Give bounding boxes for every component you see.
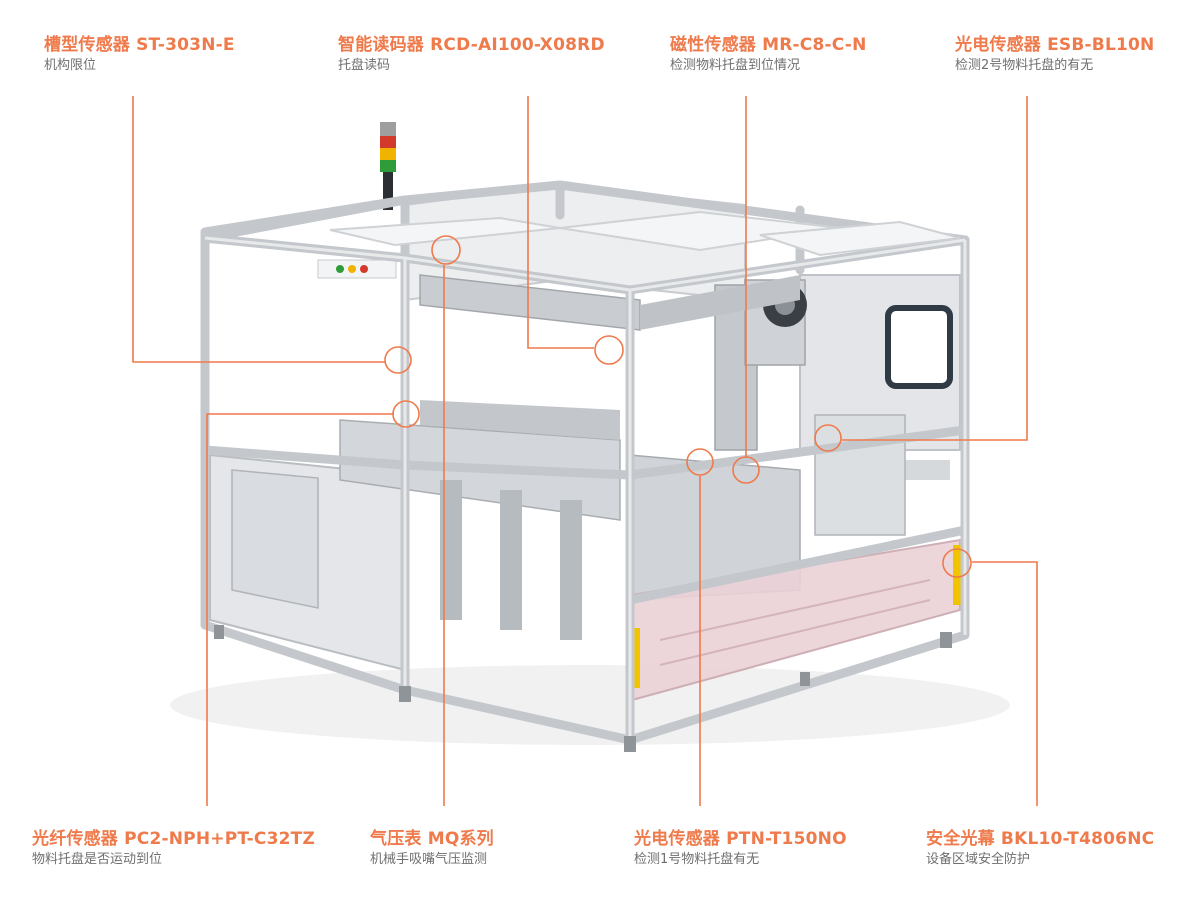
leader-code-reader xyxy=(527,96,594,349)
callout-title: 智能读码器 RCD-AI100-X08RD xyxy=(338,35,605,55)
leader-photo-esb xyxy=(842,96,1028,441)
callout-desc: 机械手吸嘴气压监测 xyxy=(370,852,488,867)
marker-fiber-sensor xyxy=(392,400,420,428)
callout-title: 槽型传感器 ST-303N-E xyxy=(44,35,235,55)
callout-title: 磁性传感器 MR-C8-C-N xyxy=(670,35,867,55)
callout-desc: 检测2号物料托盘的有无 xyxy=(955,58,1094,73)
leader-fiber-sensor xyxy=(206,413,394,806)
callout-title: 安全光幕 BKL10-T4806NC xyxy=(926,829,1155,849)
callout-fiber-sensor: 光纤传感器 PC2-NPH+PT-C32TZ 物料托盘是否运动到位 xyxy=(32,828,315,870)
callout-leaders xyxy=(132,96,1038,806)
callout-title: 气压表 MQ系列 xyxy=(370,829,494,849)
marker-photo-esb xyxy=(814,424,842,452)
callout-title: 光电传感器 PTN-T150NO xyxy=(634,829,847,849)
marker-top-guide xyxy=(431,235,461,265)
callout-desc: 托盘读码 xyxy=(338,58,391,73)
marker-code-reader xyxy=(594,335,624,365)
callout-photo-ptn: 光电传感器 PTN-T150NO 检测1号物料托盘有无 xyxy=(634,828,847,870)
machine-illustration xyxy=(170,122,1010,752)
callout-pressure-gauge: 气压表 MQ系列 机械手吸嘴气压监测 xyxy=(370,828,494,870)
callout-photo-esb: 光电传感器 ESB-BL10N 检测2号物料托盘的有无 xyxy=(955,34,1154,76)
marker-photo-ptn xyxy=(686,448,714,476)
callout-slot-sensor: 槽型传感器 ST-303N-E 机构限位 xyxy=(44,34,235,76)
callout-title: 光电传感器 ESB-BL10N xyxy=(955,35,1155,55)
callout-magnetic-sensor: 磁性传感器 MR-C8-C-N 检测物料托盘到位情况 xyxy=(670,34,867,76)
marker-light-curtain xyxy=(942,548,972,578)
leader-slot-sensor xyxy=(132,96,386,363)
callout-desc: 设备区域安全防护 xyxy=(926,852,1031,867)
marker-slot-sensor xyxy=(384,346,412,374)
callout-desc: 检测1号物料托盘有无 xyxy=(634,852,760,867)
leader-light-curtain xyxy=(972,561,1038,806)
callout-code-reader: 智能读码器 RCD-AI100-X08RD 托盘读码 xyxy=(338,34,605,76)
callout-title: 光纤传感器 PC2-NPH+PT-C32TZ xyxy=(32,829,315,849)
callout-desc: 物料托盘是否运动到位 xyxy=(32,852,163,867)
callout-light-curtain: 安全光幕 BKL10-T4806NC 设备区域安全防护 xyxy=(926,828,1154,870)
callout-desc: 机构限位 xyxy=(44,58,97,73)
marker-magnetic-sensor xyxy=(732,456,760,484)
callout-desc: 检测物料托盘到位情况 xyxy=(670,58,801,73)
